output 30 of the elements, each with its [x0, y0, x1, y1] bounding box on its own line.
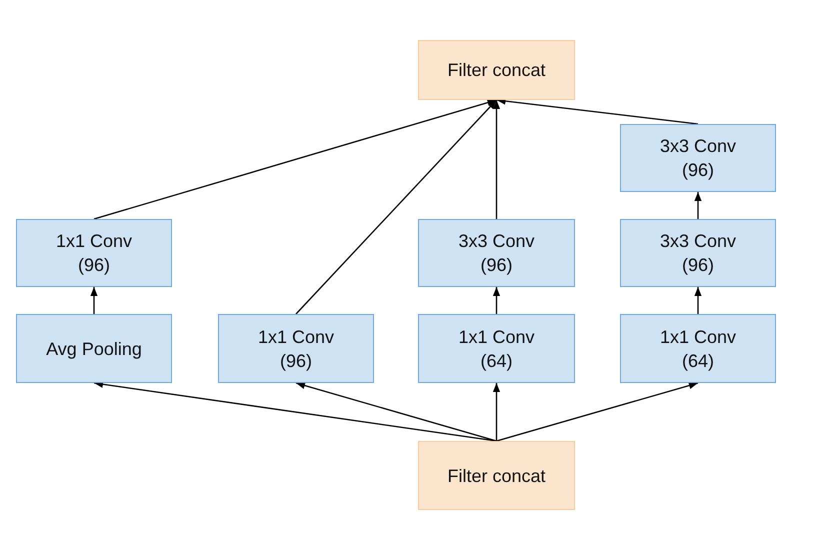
concat-box	[418, 40, 575, 100]
node-label: Filter concat	[447, 59, 546, 82]
node-label: 1x1 Conv (64)	[658, 326, 738, 372]
arrow	[496, 382, 698, 442]
arrow	[492, 287, 500, 314]
layer-box	[218, 314, 374, 383]
layer-box	[16, 219, 172, 287]
concat-box	[418, 441, 575, 510]
node-label: 1x1 Conv (64)	[457, 326, 536, 372]
layer-box	[16, 314, 172, 383]
node-label: 1x1 Conv (96)	[54, 230, 134, 277]
layer-box	[418, 314, 575, 383]
arrow	[90, 287, 98, 314]
layer-box	[620, 314, 776, 383]
layer-box	[620, 124, 776, 192]
node-label: Filter concat	[447, 464, 546, 488]
arrow	[296, 100, 497, 314]
arrow	[492, 100, 500, 219]
arrow	[694, 192, 702, 219]
node-label: Avg Pooling	[46, 338, 142, 360]
node-label: 3x3 Conv (96)	[658, 135, 738, 182]
node-label: 3x3 Conv (96)	[658, 230, 738, 277]
arrow	[694, 287, 702, 314]
node-label: 3x3 Conv (96)	[457, 230, 536, 277]
arrow	[296, 382, 497, 442]
arrow	[94, 99, 497, 220]
layer-box	[418, 219, 575, 287]
arrow	[492, 383, 500, 441]
node-label: 1x1 Conv (96)	[256, 326, 336, 372]
layer-box	[620, 219, 776, 287]
